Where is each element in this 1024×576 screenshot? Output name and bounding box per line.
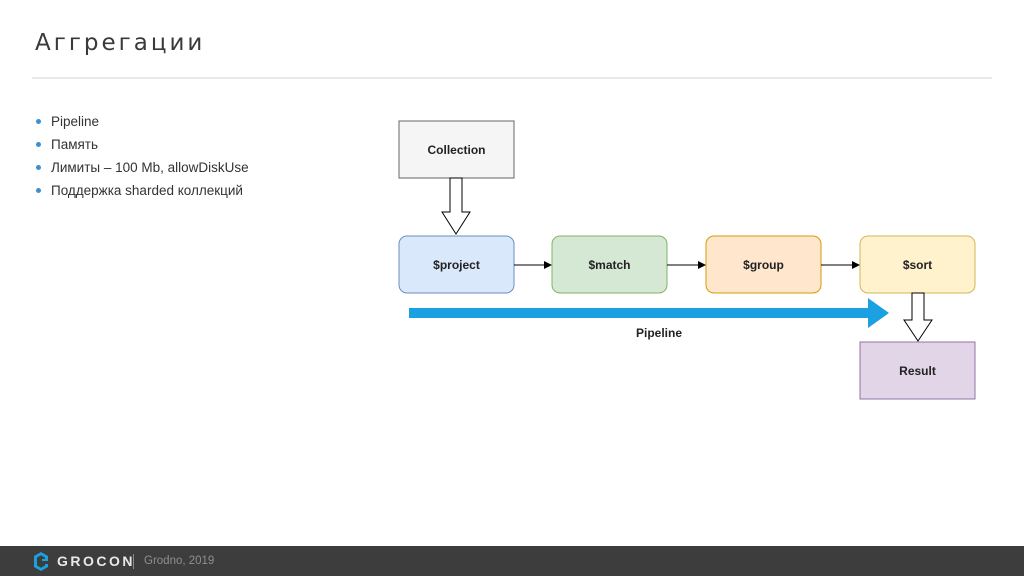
result-node: Result: [859, 341, 976, 400]
result-label: Result: [899, 364, 936, 378]
stage-node-project: $project: [398, 235, 515, 294]
stage-node-match: $match: [551, 235, 668, 294]
bullet-text: Pipeline: [51, 114, 100, 129]
collection-label: Collection: [427, 143, 485, 157]
footer-bar: [0, 546, 1024, 576]
stage-node-sort: $sort: [859, 235, 976, 294]
pipeline-arrow: [409, 298, 889, 328]
footer-location-year: Grodno, 2019: [144, 555, 215, 567]
title-divider: [32, 77, 992, 79]
stage-label: $match: [588, 258, 630, 272]
bullet-item: Лимиты – 100 Mb, allowDiskUse: [35, 156, 249, 179]
bullet-list: Pipeline Память Лимиты – 100 Mb, allowDi…: [35, 110, 249, 202]
bullet-text: Память: [51, 137, 99, 152]
stage-node-group: $group: [705, 235, 822, 294]
bullet-item: Поддержка sharded коллекций: [35, 179, 249, 202]
bullet-item: Pipeline: [35, 110, 249, 133]
stage-label: $group: [743, 258, 784, 272]
bullet-text: Лимиты – 100 Mb, allowDiskUse: [51, 160, 249, 175]
bullet-dot: [36, 188, 41, 193]
result-box: [859, 341, 976, 400]
collection-node: Collection: [398, 120, 515, 179]
stage-label: $project: [433, 258, 480, 272]
pipeline-label: Pipeline: [636, 326, 682, 340]
bullet-item: Память: [35, 133, 249, 156]
result-down-arrow: [903, 292, 933, 342]
stage-label: $sort: [903, 258, 932, 272]
bullet-dot: [36, 119, 41, 124]
bullet-dot: [36, 165, 41, 170]
collection-box: [398, 120, 515, 179]
collection-down-arrow: [441, 177, 471, 235]
grocon-logo-icon: [34, 552, 48, 571]
brand-name: GROCON: [57, 553, 135, 569]
bullet-dot: [36, 142, 41, 147]
footer-divider: [133, 554, 134, 569]
slide-title: Аггрегации: [35, 30, 206, 56]
bullet-text: Поддержка sharded коллекций: [51, 183, 243, 198]
